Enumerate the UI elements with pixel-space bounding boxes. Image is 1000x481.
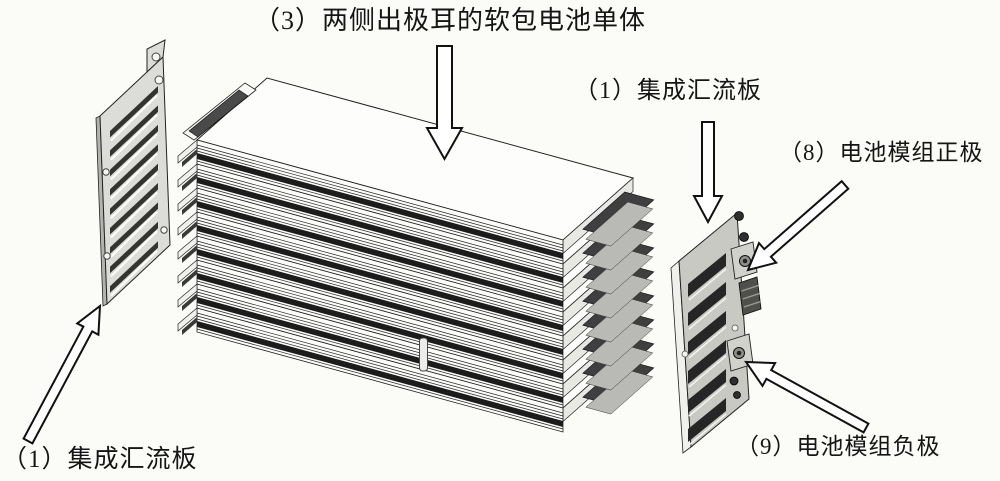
arrow-to-left-busbar: [22, 303, 102, 445]
busbar-slot: [688, 282, 726, 326]
left-cell-tab: [182, 269, 197, 287]
left-cell-tab: [182, 173, 197, 191]
busbar-slot: [110, 241, 158, 293]
busbar-slot: [688, 369, 726, 413]
busbar-slot: [688, 311, 726, 355]
top-tab: [188, 89, 249, 138]
label-module-positive: （8）电池模组正极: [779, 140, 984, 165]
left-cell-tab: [182, 317, 197, 335]
label-busbar-left: （1）集成汇流板: [2, 446, 198, 473]
busbar-slot: [110, 221, 158, 274]
cell-layer: [177, 77, 655, 265]
arrow-to-positive-terminal: [746, 179, 850, 272]
busbar-slot: [688, 253, 726, 297]
cell-stack: [177, 77, 655, 433]
left-cell-tab: [182, 197, 197, 215]
busbar-slot: [110, 202, 158, 254]
left-cell-tab: [182, 149, 197, 167]
label-module-negative: （9）电池模组负极: [736, 434, 941, 459]
module-connector: [738, 276, 762, 316]
busbar-slot: [110, 183, 158, 235]
busbar-slot: [110, 105, 158, 157]
busbar-slot: [110, 144, 158, 196]
busbar-slot: [110, 86, 158, 138]
busbar-slot: [110, 124, 158, 177]
label-cell-stack: （3）两侧出极耳的软包电池单体: [254, 6, 647, 35]
left-cell-tab: [182, 221, 197, 239]
busbar-slot: [110, 163, 158, 216]
left-busbar-plate: [95, 39, 171, 307]
left-cell-tab: [182, 293, 197, 311]
busbar-slot: [688, 340, 726, 384]
arrow-to-negative-terminal: [744, 360, 870, 434]
right-busbar-plate: [670, 211, 762, 454]
arrow-to-right-busbar: [692, 121, 724, 225]
arrow-to-cell-stack: [425, 45, 464, 162]
left-cell-tab: [182, 245, 197, 263]
callout-arrows: [22, 45, 870, 445]
front-latch: [419, 337, 428, 372]
label-busbar-right: （1）集成汇流板: [574, 78, 762, 104]
busbar-slot: [688, 398, 726, 442]
